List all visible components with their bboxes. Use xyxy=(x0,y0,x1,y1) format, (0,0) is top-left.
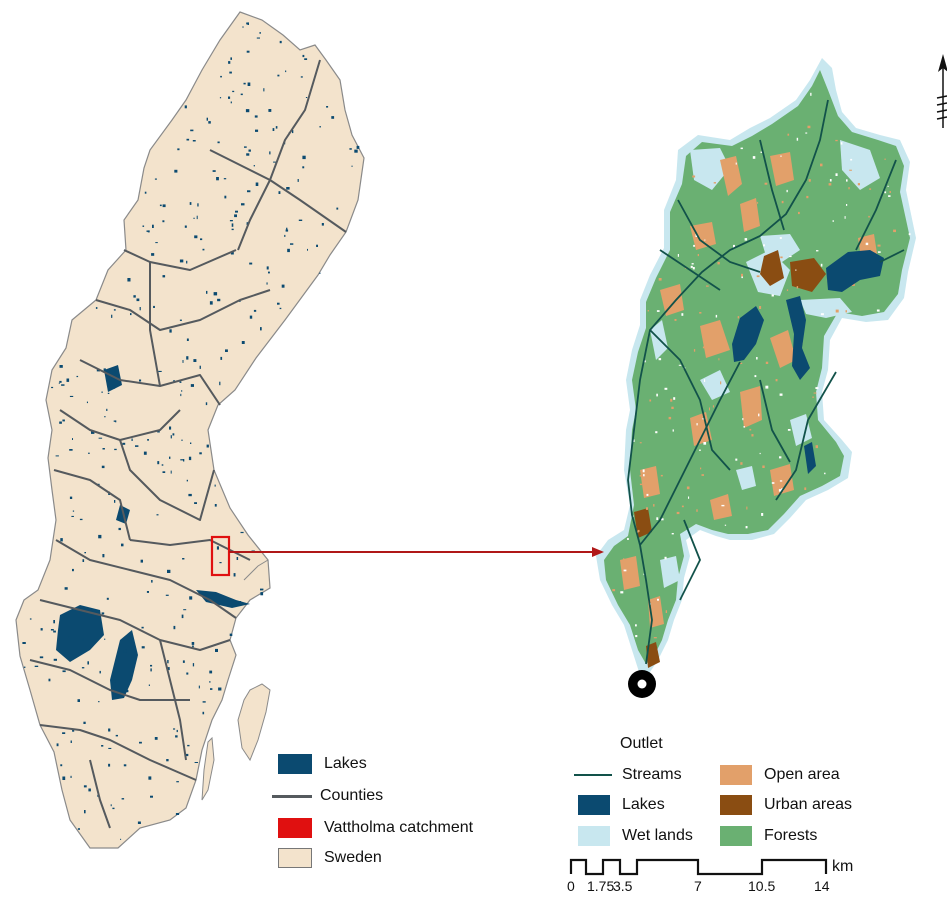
sweden-lakes xyxy=(22,22,360,840)
urban-area-patches xyxy=(634,250,826,668)
catchment-lakes xyxy=(732,250,884,474)
forest-area xyxy=(604,70,910,664)
legend-item-urban: Urban areas xyxy=(720,795,852,815)
scale-tick-1-75: 1.75 xyxy=(587,878,615,894)
catchment-map xyxy=(596,58,916,675)
gotland-island xyxy=(237,683,271,762)
sweden-coast-line xyxy=(243,559,269,581)
open-area-swatch xyxy=(720,765,752,785)
connector-arrow-head xyxy=(592,547,604,557)
open-area-patches xyxy=(620,152,878,628)
streams-line-swatch xyxy=(574,774,612,776)
legend-label-outlet: Outlet xyxy=(620,735,663,752)
legend-item-lakes: Lakes xyxy=(278,754,367,774)
county-borders xyxy=(29,59,347,829)
legend-item-open-area: Open area xyxy=(720,765,840,785)
scale-tick-14: 14 xyxy=(814,878,830,894)
sweden-map xyxy=(15,11,365,849)
outlet-ring-icon xyxy=(628,670,656,698)
legend-item-outlet: Outlet xyxy=(620,735,663,753)
legend-label-catchment: Vattholma catchment xyxy=(324,819,474,836)
legend-label-wetlands: Wet lands xyxy=(622,827,693,844)
legend-item-catchment: Vattholma catchment xyxy=(278,818,473,838)
legend-label-forests: Forests xyxy=(764,827,818,844)
counties-line-swatch xyxy=(272,794,312,798)
legend-item-sweden: Sweden xyxy=(278,848,382,868)
legend-item-catchment-lakes: Lakes xyxy=(578,795,665,815)
scale-tick-7: 7 xyxy=(694,878,702,894)
legend-label-lakes: Lakes xyxy=(324,755,367,772)
legend-label-sweden: Sweden xyxy=(324,849,382,866)
legend-item-counties: Counties xyxy=(272,787,383,805)
sweden-outline xyxy=(15,11,365,849)
legend-item-forests: Forests xyxy=(720,826,817,846)
catchment-swatch xyxy=(278,818,312,838)
wetlands-swatch xyxy=(578,826,610,846)
scale-tick-10-5: 10.5 xyxy=(748,878,776,894)
scale-bar-graphic xyxy=(569,858,828,876)
legend-label-streams: Streams xyxy=(622,766,682,783)
sweden-swatch xyxy=(278,848,312,868)
legend-item-wetlands: Wet lands xyxy=(578,826,693,846)
scale-tick-3-5: 3.5 xyxy=(613,878,633,894)
urban-swatch xyxy=(720,795,752,815)
legend-label-counties: Counties xyxy=(320,787,384,804)
forests-swatch xyxy=(720,826,752,846)
catchment-lakes-swatch xyxy=(578,795,610,815)
scale-bar: km 0 1.75 3.5 7 10.5 14 xyxy=(566,856,866,896)
legend-item-streams: Streams xyxy=(574,766,682,784)
lakes-swatch xyxy=(278,754,312,774)
legend-label-urban: Urban areas xyxy=(764,796,853,813)
catchment-highlight-box xyxy=(210,535,231,577)
legend-label-catchment-lakes: Lakes xyxy=(622,796,665,813)
north-arrow-icon xyxy=(936,54,947,128)
scale-unit: km xyxy=(832,858,854,875)
catchment-streams xyxy=(627,99,905,665)
legend-label-open-area: Open area xyxy=(764,766,840,783)
scale-tick-0: 0 xyxy=(567,878,575,894)
oland-island xyxy=(201,736,215,801)
